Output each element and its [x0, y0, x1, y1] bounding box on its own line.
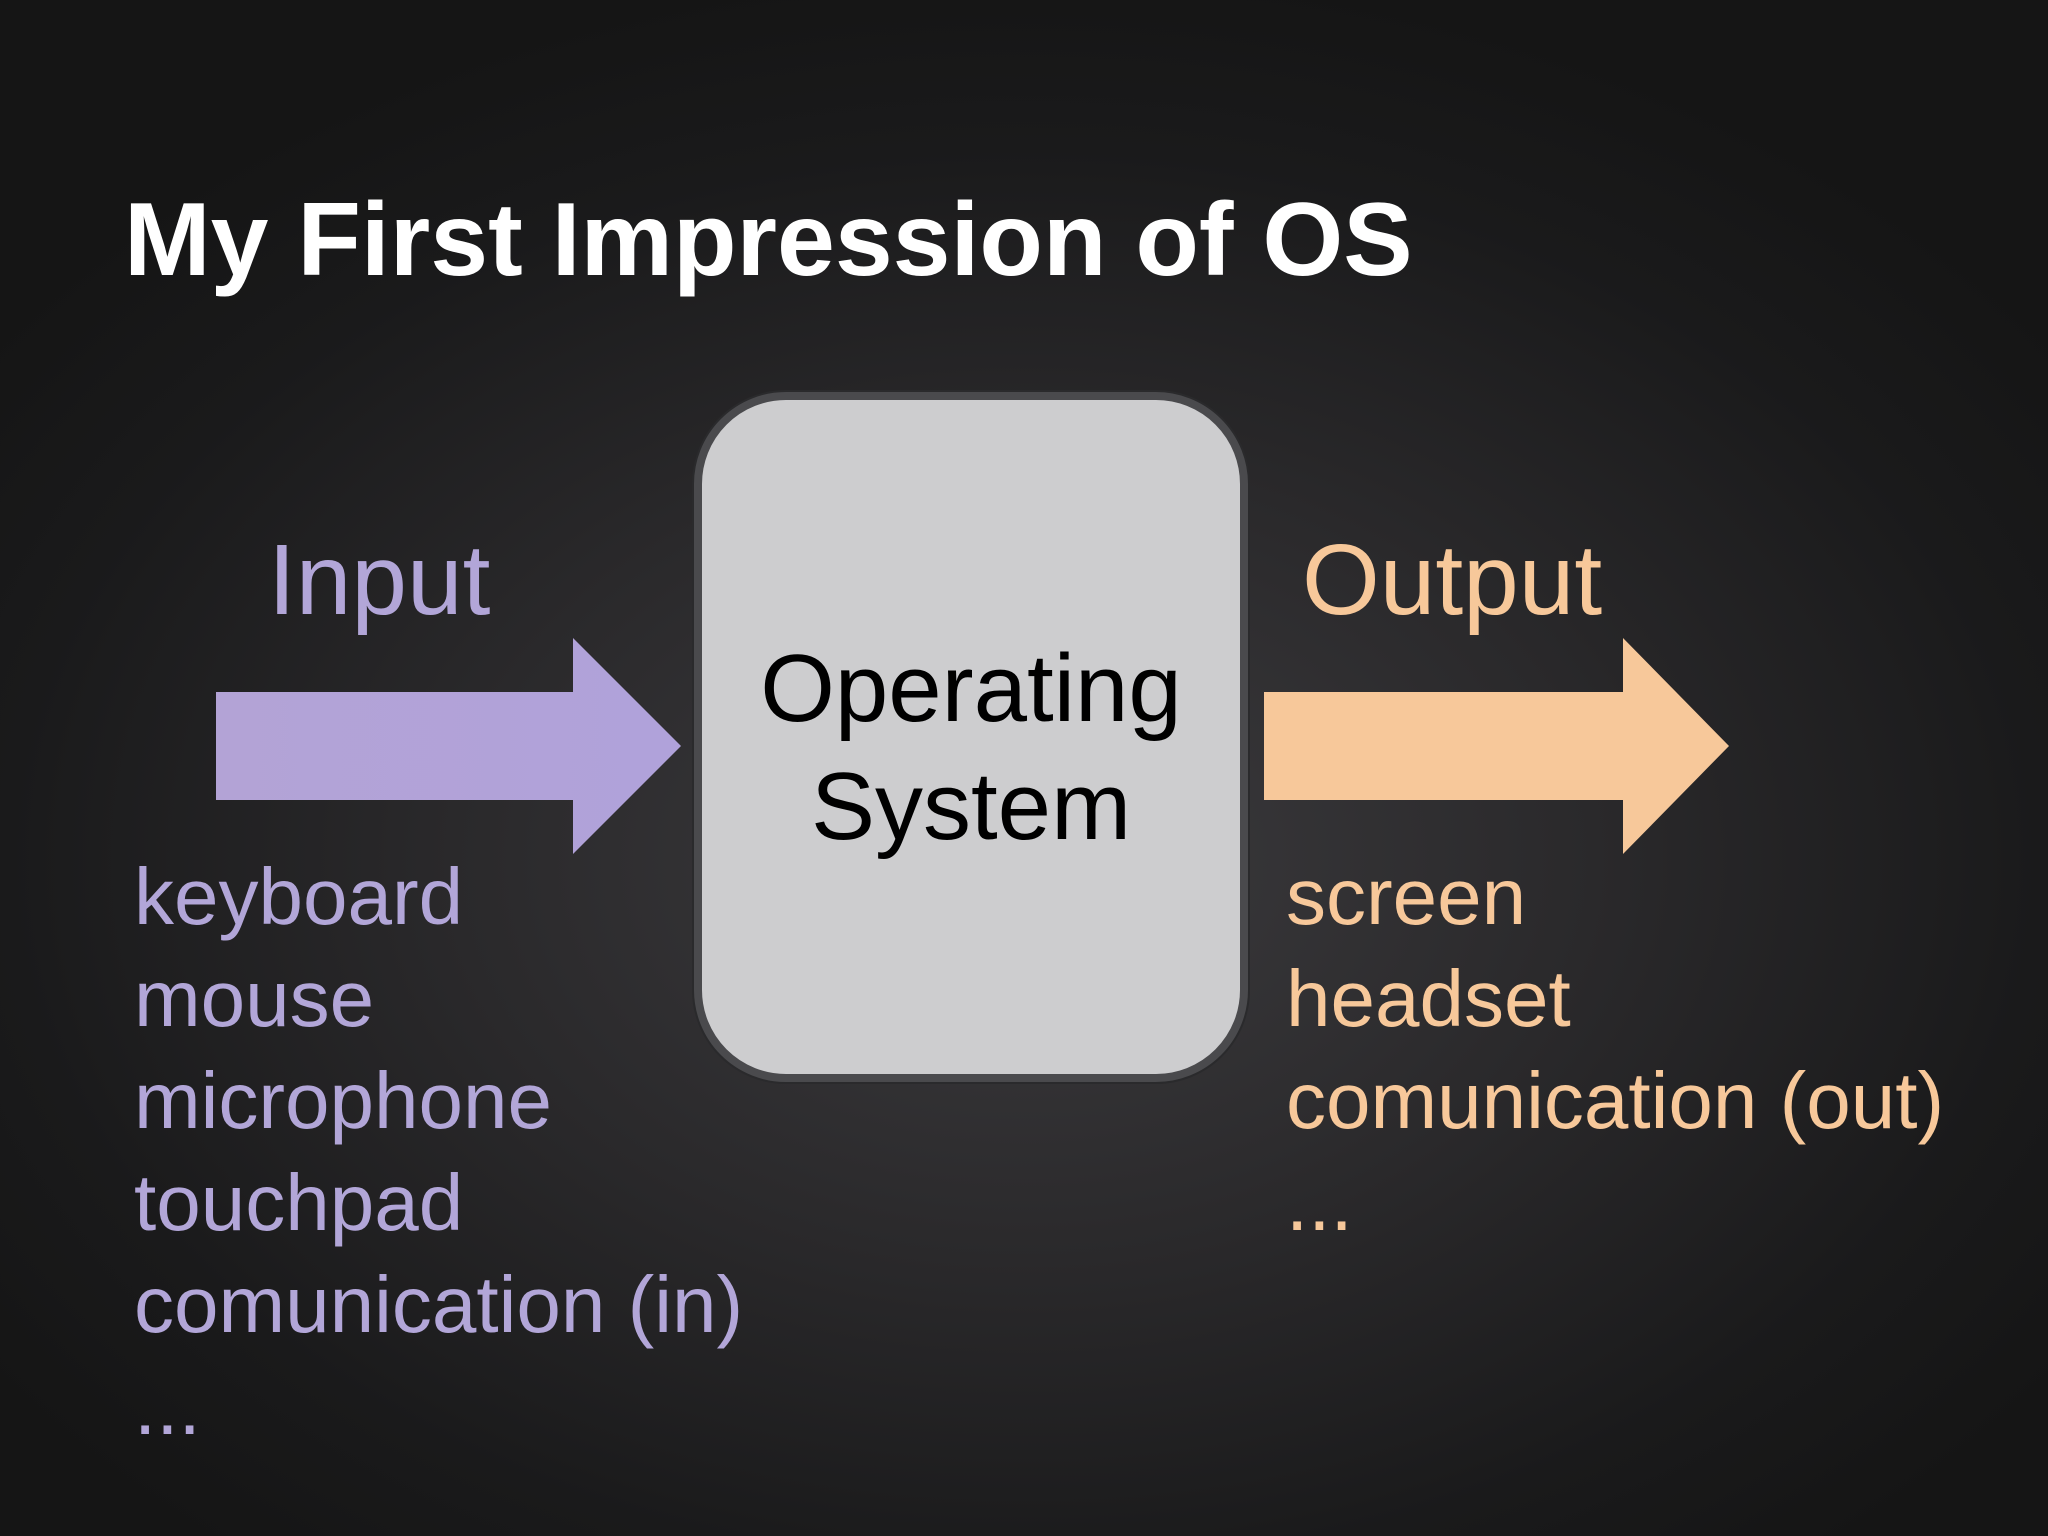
- list-item: ...: [1286, 1158, 1353, 1247]
- output-arrow: [1264, 638, 1729, 854]
- list-item: comunication (in): [134, 1260, 744, 1349]
- output-label: Output: [1302, 524, 1603, 636]
- output-device-list: screen headset comunication (out) ...: [1286, 846, 1944, 1254]
- input-device-list: keyboard mouse microphone touchpad comun…: [134, 846, 743, 1458]
- list-item: screen: [1286, 852, 1527, 941]
- input-label: Input: [268, 524, 491, 636]
- operating-system-box: Operating System: [694, 392, 1248, 1082]
- input-arrow: [216, 638, 681, 854]
- list-item: microphone: [134, 1056, 553, 1145]
- list-item: touchpad: [134, 1158, 464, 1247]
- list-item: comunication (out): [1286, 1056, 1945, 1145]
- list-item: keyboard: [134, 852, 464, 941]
- operating-system-label-line2: System: [810, 753, 1132, 860]
- operating-system-label: Operating System: [702, 630, 1240, 866]
- slide-title: My First Impression of OS: [124, 182, 1413, 298]
- list-item: ...: [134, 1362, 201, 1451]
- operating-system-label-line1: Operating: [760, 635, 1182, 742]
- list-item: headset: [1286, 954, 1571, 1043]
- list-item: mouse: [134, 954, 375, 1043]
